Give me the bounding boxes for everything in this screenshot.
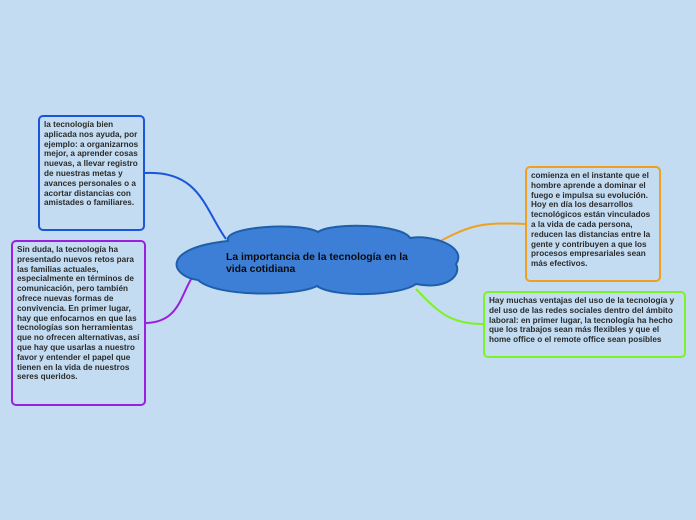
central-topic-cloud[interactable] — [175, 224, 460, 296]
central-topic-label[interactable]: La importancia de la tecnología en la vi… — [226, 252, 408, 275]
branch-node-blue[interactable]: la tecnología bien aplicada nos ayuda, p… — [38, 115, 145, 231]
connector-green — [415, 288, 484, 325]
connector-orange — [432, 222, 526, 246]
branch-node-purple[interactable]: Sin duda, la tecnología ha presentado nu… — [11, 240, 146, 406]
connector-blue — [144, 171, 227, 240]
branch-node-green[interactable]: Hay muchas ventajas del uso de la tecnol… — [483, 291, 686, 358]
branch-node-orange[interactable]: comienza en el instante que el hombre ap… — [525, 166, 661, 282]
